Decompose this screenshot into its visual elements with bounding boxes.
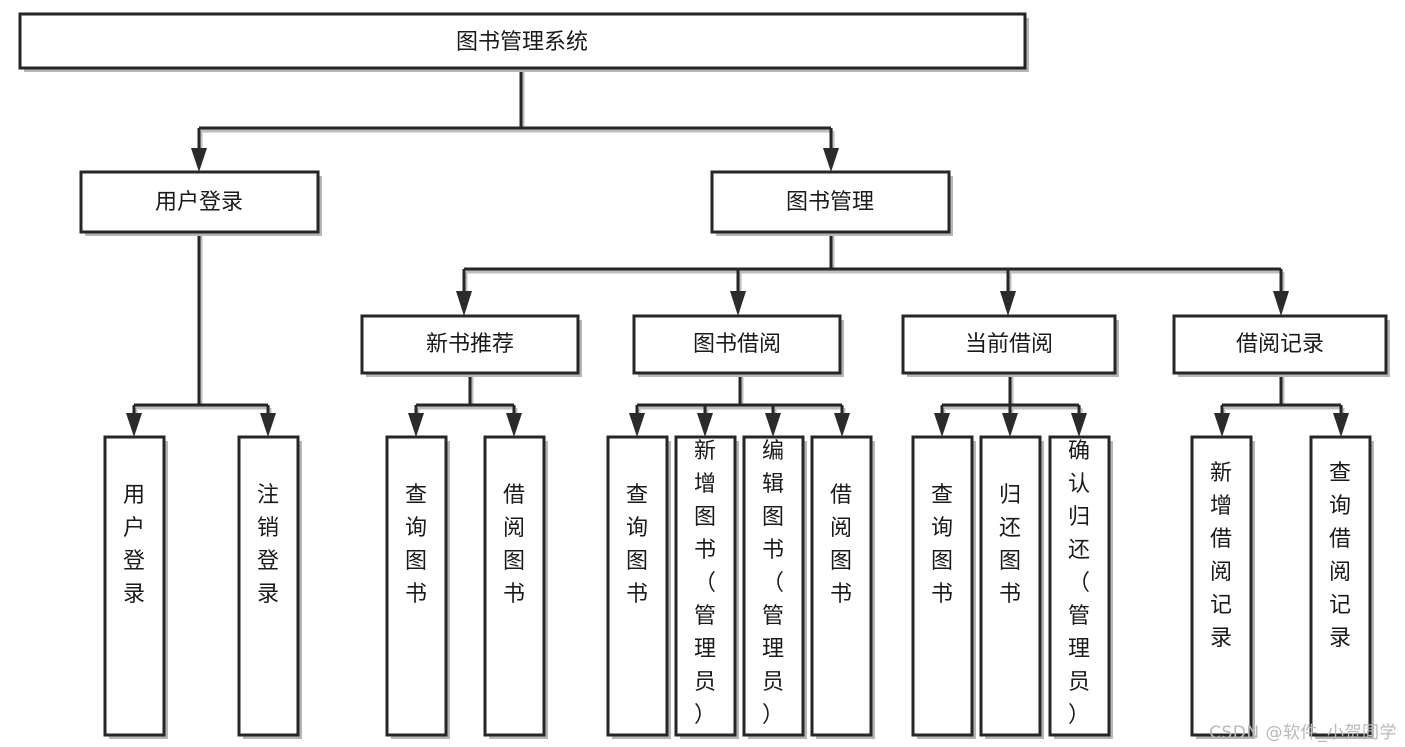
node-borrow-record[interactable]: 借阅记录 — [1172, 314, 1390, 377]
node-leaf-query-book-1-label: 查询图书 — [405, 483, 427, 607]
node-leaf-user-login[interactable]: 用户登录 — [103, 435, 168, 739]
node-new-book-recommend-label: 新书推荐 — [426, 332, 514, 357]
arrow-head-icon — [765, 413, 781, 437]
node-root[interactable]: 图书管理系统 — [18, 12, 1029, 72]
arrow-head-icon — [1002, 413, 1018, 437]
node-borrow-record-label: 借阅记录 — [1236, 332, 1324, 357]
node-leaf-borrow-book-2-label: 借阅图书 — [830, 483, 852, 607]
edge-new-book-to-leaves — [408, 373, 522, 437]
node-leaf-add-borrow-record-label: 新增借阅记录 — [1210, 461, 1232, 651]
node-leaf-query-borrow-record-label: 查询借阅记录 — [1329, 461, 1351, 651]
node-current-borrow[interactable]: 当前借阅 — [901, 314, 1119, 377]
node-leaf-edit-book-admin-label: 编辑图书（管理员） — [762, 439, 784, 728]
arrow-head-icon — [823, 148, 839, 172]
arrow-head-icon — [730, 291, 746, 316]
node-leaf-borrow-book-1[interactable]: 借阅图书 — [483, 435, 548, 739]
arrow-head-icon — [1071, 413, 1087, 437]
arrow-head-icon — [506, 413, 522, 437]
node-root-label: 图书管理系统 — [456, 30, 588, 55]
arrow-head-icon — [126, 413, 142, 437]
arrow-head-icon — [456, 291, 472, 316]
node-leaf-borrow-book-2[interactable]: 借阅图书 — [810, 435, 875, 739]
edge-borrow-record-to-leaves — [1214, 373, 1349, 437]
arrow-head-icon — [408, 413, 424, 437]
node-leaf-edit-book-admin[interactable]: 编辑图书（管理员） — [742, 435, 807, 739]
node-leaf-return-book[interactable]: 归还图书 — [979, 435, 1044, 739]
node-leaf-query-book-3-label: 查询图书 — [931, 483, 953, 607]
arrow-head-icon — [1333, 413, 1349, 437]
node-user-login-label: 用户登录 — [155, 190, 243, 215]
node-leaf-query-book-3[interactable]: 查询图书 — [911, 435, 976, 739]
arrow-head-icon — [1000, 291, 1016, 316]
node-leaf-logout-label: 注销登录 — [257, 483, 279, 607]
node-leaf-add-borrow-record[interactable]: 新增借阅记录 — [1190, 435, 1255, 739]
node-leaf-add-book-admin-label: 新增图书（管理员） — [694, 439, 716, 728]
csdn-watermark: CSDN @软件_小贺同学 — [1209, 723, 1397, 743]
arrow-head-icon — [629, 413, 645, 437]
arrow-head-icon — [1214, 413, 1230, 437]
edge-root-to-level1 — [191, 68, 839, 172]
node-leaf-add-book-admin[interactable]: 新增图书（管理员） — [674, 435, 739, 739]
arrow-head-icon — [260, 413, 276, 437]
edge-book-manage-to-level2 — [456, 232, 1289, 316]
node-book-management-label: 图书管理 — [786, 190, 874, 215]
node-book-borrow[interactable]: 图书借阅 — [632, 314, 844, 377]
node-leaf-query-book-2[interactable]: 查询图书 — [606, 435, 671, 739]
node-leaf-return-book-label: 归还图书 — [999, 483, 1021, 607]
node-current-borrow-label: 当前借阅 — [965, 332, 1053, 357]
node-leaf-borrow-book-1-label: 借阅图书 — [503, 483, 525, 607]
node-leaf-query-borrow-record[interactable]: 查询借阅记录 — [1309, 435, 1374, 739]
arrow-head-icon — [934, 413, 950, 437]
arrow-head-icon — [834, 413, 850, 437]
node-leaf-user-login-label: 用户登录 — [123, 483, 145, 607]
node-leaf-confirm-return-admin-label: 确认归还（管理员） — [1068, 439, 1090, 728]
node-book-management[interactable]: 图书管理 — [710, 170, 953, 236]
edge-book-borrow-to-leaves — [629, 373, 850, 437]
node-leaf-confirm-return-admin[interactable]: 确认归还（管理员） — [1048, 435, 1113, 739]
edge-user-login-to-leaves — [126, 232, 276, 437]
arrow-head-icon — [1273, 291, 1289, 316]
arrow-head-icon — [697, 413, 713, 437]
connector-layer — [126, 68, 1349, 437]
arrow-head-icon — [191, 148, 207, 172]
node-new-book-recommend[interactable]: 新书推荐 — [360, 314, 582, 377]
node-leaf-logout[interactable]: 注销登录 — [237, 435, 302, 739]
edge-current-borrow-to-leaves — [934, 373, 1087, 437]
node-leaf-query-book-1[interactable]: 查询图书 — [385, 435, 450, 739]
node-user-login[interactable]: 用户登录 — [79, 170, 322, 236]
node-leaf-query-book-2-label: 查询图书 — [626, 483, 648, 607]
node-book-borrow-label: 图书借阅 — [693, 332, 781, 357]
